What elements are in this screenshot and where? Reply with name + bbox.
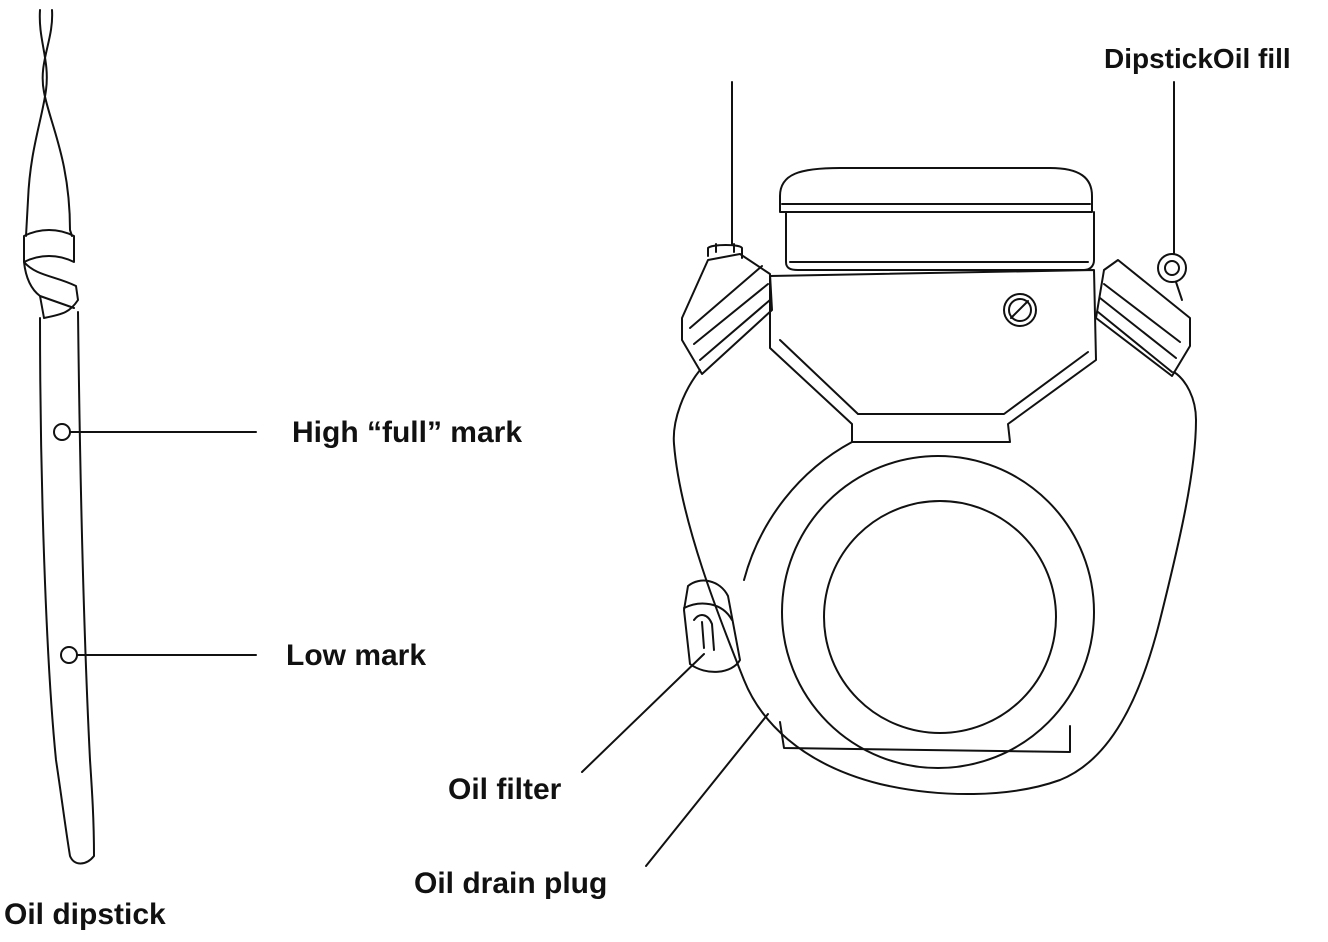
oil-dipstick-label: Oil dipstick bbox=[4, 898, 166, 931]
dipstick-collar bbox=[23, 229, 79, 319]
dipstick-illustration bbox=[23, 9, 257, 865]
oil-filter-label: Oil filter bbox=[448, 773, 562, 806]
dipstick-tube-cap bbox=[707, 244, 743, 259]
right-cylinder-head bbox=[1095, 259, 1191, 377]
dipstick-blade bbox=[39, 311, 95, 865]
air-cleaner-base bbox=[785, 211, 1095, 271]
oil-fill-cap-ring bbox=[1157, 253, 1187, 283]
flywheel-outer-ring bbox=[781, 455, 1095, 769]
high-mark-hole bbox=[53, 423, 71, 441]
engine-upper-housing bbox=[769, 269, 1097, 443]
left-cylinder-head bbox=[681, 253, 773, 375]
low-mark-label: Low mark bbox=[286, 639, 427, 672]
oil-filter bbox=[683, 579, 741, 673]
air-cleaner-cover bbox=[779, 167, 1093, 213]
cover-screw bbox=[1003, 293, 1037, 327]
oil-filter-leader bbox=[581, 653, 705, 773]
flywheel-inner-ring bbox=[823, 500, 1057, 734]
oil-drain-leader bbox=[645, 713, 769, 867]
dipstick-oil-fill-label: DipstickOil fill bbox=[1104, 43, 1291, 74]
low-mark-hole bbox=[60, 646, 78, 664]
dipstick-handle bbox=[25, 9, 73, 237]
engine-illustration bbox=[581, 81, 1197, 867]
oil-drain-plug-label: Oil drain plug bbox=[414, 867, 608, 900]
engine-crankcase bbox=[672, 369, 1197, 795]
high-mark-label: High “full” mark bbox=[292, 416, 523, 449]
